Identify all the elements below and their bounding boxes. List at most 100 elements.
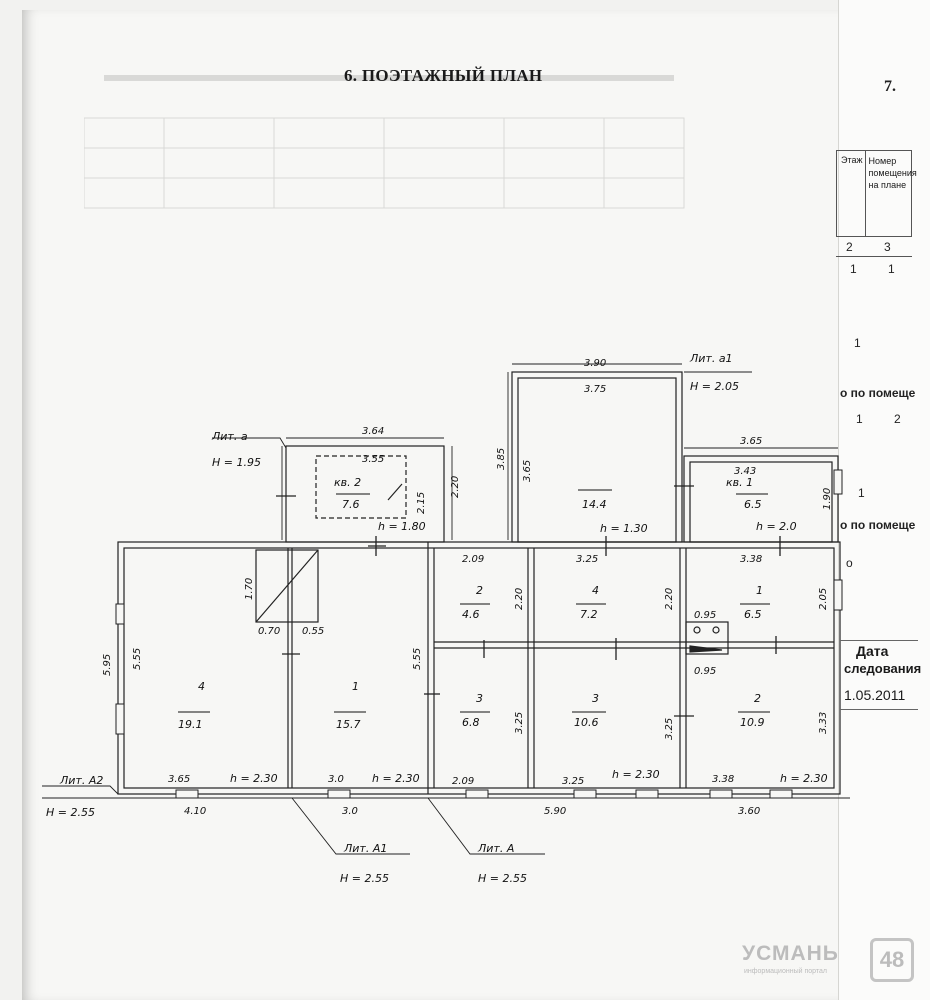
dim-label: 1.90 (822, 488, 833, 510)
dim-label: 0.95 (694, 610, 716, 621)
room-number: 1 (352, 680, 359, 693)
side-val: 1 (854, 336, 861, 350)
dim-label: 0.70 (258, 626, 280, 637)
dim-label: 2.20 (450, 476, 461, 498)
height-label: h = 1.30 (600, 522, 648, 535)
room-area: 6.8 (462, 716, 480, 729)
kv2-label: кв. 2 (334, 476, 361, 489)
lit-A2-name: Лит. А2 (59, 774, 103, 787)
col-room-number: Номер помещения на плане (868, 156, 917, 190)
lit-a-extension (285, 445, 445, 543)
lit-A-height: Н = 2.55 (478, 872, 527, 885)
date-value: 1.05.2011 (844, 687, 906, 703)
height-label: h = 1.80 (378, 520, 426, 533)
height-label: h = 2.30 (230, 772, 278, 785)
logo-subtitle: информационный портал (744, 968, 827, 975)
dim-label: 3.64 (362, 426, 384, 437)
lit-a-height: Н = 1.95 (212, 456, 261, 469)
side-val: 1 (856, 412, 863, 426)
plan-sheet (22, 10, 840, 1000)
room-number: 4 (592, 584, 599, 597)
room-number: 1 (756, 584, 763, 597)
dim-label: 4.10 (184, 806, 206, 817)
dim-label: 3.38 (712, 774, 734, 785)
room-number: 3 (592, 692, 599, 705)
dim-label: 3.25 (664, 718, 675, 740)
dim-label: 3.25 (576, 554, 598, 565)
dim-label: 3.43 (734, 466, 756, 477)
kv1-area: 6.5 (744, 498, 762, 511)
side-val: 1 (850, 262, 857, 276)
kv1-label: кв. 1 (726, 476, 753, 489)
dim-label: 3.25 (514, 712, 525, 734)
side-val: 1 (858, 486, 865, 500)
lit-a1-small-height: Н = 2.05 (690, 380, 739, 393)
dim-label: 3.55 (362, 454, 384, 465)
dim-label: 3.90 (584, 358, 606, 369)
dim-label: 3.0 (342, 806, 358, 817)
side-val: 2 (894, 412, 901, 426)
side-text: о (846, 556, 853, 570)
watermark-logo: УСМАНЬ информационный портал 48 (742, 938, 914, 984)
dim-label: 3.65 (522, 460, 533, 482)
dim-label: 2.09 (462, 554, 484, 565)
side-section-label: о по помеще (840, 518, 916, 532)
lit-a1-extension (511, 371, 683, 543)
room-area: 10.6 (574, 716, 599, 729)
lit-A1-name: Лит. А1 (343, 842, 387, 855)
main-building-outer-wall (117, 541, 841, 795)
dim-label: 2.09 (452, 776, 474, 787)
dim-label: 0.55 (302, 626, 324, 637)
side-table-header: Этаж Номер помещения на плане (836, 150, 917, 237)
dim-label: 3.0 (328, 774, 344, 785)
lit-A-name: Лит. А (477, 842, 514, 855)
bleed-through-table (84, 75, 685, 209)
room-area: 19.1 (178, 718, 203, 731)
logo-name: УСМАНЬ (742, 942, 839, 965)
col-floor: Этаж (837, 151, 866, 236)
room-area: 15.7 (336, 718, 361, 731)
room-area: 14.4 (582, 498, 607, 511)
adjacent-sheet (838, 0, 930, 1000)
side-section-label: о по помеще (840, 386, 916, 400)
lit-A1-height: Н = 2.55 (340, 872, 389, 885)
date-label-2: следования (844, 661, 922, 676)
height-label: h = 2.30 (612, 768, 660, 781)
side-num-3: 3 (884, 240, 891, 254)
dim-label: 5.90 (544, 806, 566, 817)
dim-label: 3.65 (168, 774, 190, 785)
dim-label: 3.65 (740, 436, 762, 447)
dim-label: 2.15 (416, 492, 427, 514)
lit-a1-small-name: Лит. а1 (689, 352, 733, 365)
dim-label: 3.33 (818, 712, 829, 734)
dim-label: 2.20 (514, 588, 525, 610)
dim-label: 1.70 (244, 578, 255, 600)
height-label: h = 2.0 (756, 520, 797, 533)
room-area: 4.6 (462, 608, 480, 621)
height-label: h = 2.30 (372, 772, 420, 785)
dim-label: 3.75 (584, 384, 606, 395)
lit-a-name: Лит. а (211, 430, 248, 443)
lit-A2-height: Н = 2.55 (46, 806, 95, 819)
dim-label: 2.05 (818, 588, 829, 610)
room-area: 10.9 (740, 716, 765, 729)
room-number: 2 (476, 584, 483, 597)
dim-label: 3.85 (496, 448, 507, 470)
room-number: 2 (754, 692, 761, 705)
page-title: 6. ПОЭТАЖНЫЙ ПЛАН (344, 66, 543, 85)
date-label: Дата (856, 643, 889, 659)
side-val: 1 (888, 262, 895, 276)
dim-label: 2.20 (664, 588, 675, 610)
stove-symbol (685, 621, 729, 655)
next-section-number: 7. (884, 78, 896, 95)
dim-label: 3.60 (738, 806, 760, 817)
room-area: 7.2 (580, 608, 598, 621)
kv2-dashed-area (315, 455, 407, 519)
kv2-area: 7.6 (342, 498, 360, 511)
dim-label: 3.25 (562, 776, 584, 787)
survey-date-box: Дата следования 1.05.2011 (840, 640, 922, 710)
room-area: 6.5 (744, 608, 762, 621)
logo-number: 48 (870, 938, 914, 982)
dim-label: 5.55 (132, 648, 143, 670)
